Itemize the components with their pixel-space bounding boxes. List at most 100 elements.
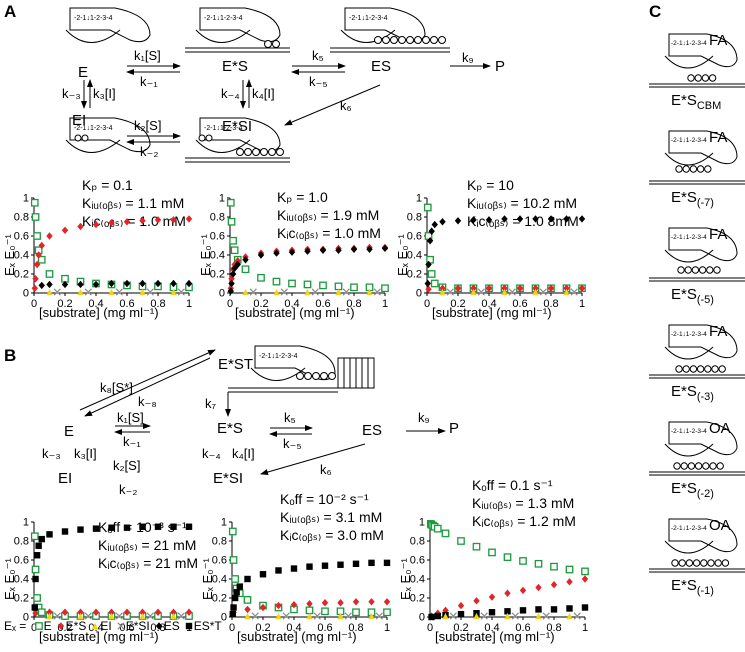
data-point (61, 528, 69, 535)
data-point (275, 612, 282, 620)
series-baseline (244, 612, 383, 620)
data-point (30, 532, 39, 541)
data-point (535, 583, 542, 592)
x-tick-label: 0.6 (512, 298, 527, 310)
data-point (154, 279, 162, 288)
x-tick-label: 0 (31, 622, 37, 634)
data-point (139, 608, 146, 616)
data-point (381, 284, 389, 293)
data-point (230, 604, 237, 611)
data-point (303, 280, 312, 289)
data-point (532, 215, 539, 223)
data-point (46, 531, 53, 538)
scheme-b-diagram: -2-1↓1-2-3-4 (79, 345, 446, 437)
data-point (77, 280, 84, 289)
data-point (154, 608, 162, 616)
data-point (441, 529, 450, 538)
y-tick-label: 1 (416, 193, 422, 205)
data-point (108, 612, 115, 620)
data-point (306, 563, 313, 570)
data-point (77, 526, 84, 533)
y-tick-label: 0.2 (14, 269, 29, 281)
data-point (501, 284, 508, 292)
data-point (519, 586, 527, 595)
data-point (249, 288, 257, 296)
data-point (565, 565, 574, 574)
x-tick-label: 1 (384, 622, 390, 634)
data-point (280, 288, 288, 296)
y-tick-label: 0.6 (14, 555, 29, 567)
panel-c-enzyme-icon: -2-1↓1-2-3-4 (649, 518, 745, 573)
data-point (108, 608, 115, 616)
data-point (46, 608, 53, 616)
data-point (519, 607, 527, 614)
y-axis-label: Eₓ E₀⁻¹ (2, 558, 17, 600)
data-point (228, 275, 235, 283)
data-point (504, 608, 511, 615)
data-point (61, 608, 69, 616)
species-e-b: E (64, 423, 75, 440)
data-point (231, 264, 238, 272)
data-point (84, 612, 92, 620)
rate-k8s: k₈[S*] (100, 380, 133, 395)
species-es-star-b: E*S (217, 420, 243, 437)
svg-text:-2-1↓1-2-3-4: -2-1↓1-2-3-4 (204, 125, 243, 132)
data-point (92, 280, 100, 289)
data-point (423, 203, 432, 212)
y-tick-label: 0.6 (407, 231, 422, 243)
y-tick-label: 0.4 (210, 250, 225, 262)
series-es (38, 279, 193, 290)
data-point (185, 608, 193, 616)
data-point (259, 571, 267, 578)
panel-c-label: E*S(-3) (671, 383, 714, 403)
y-tick-label: 0 (221, 612, 227, 624)
data-point (319, 281, 327, 290)
enzyme-esi-star-icon: -2-1↓1-2-3-4 (185, 117, 290, 163)
x-tick-label: 0 (427, 622, 433, 634)
legend-item: EI (90, 619, 112, 633)
data-point (566, 612, 573, 620)
legend-label: EI (100, 619, 112, 633)
data-point (501, 215, 508, 223)
data-point (368, 559, 375, 567)
data-point (123, 608, 131, 616)
y-tick-label: 0.8 (14, 212, 29, 224)
data-point (319, 246, 327, 254)
species-esi-star-b: E*SI (213, 470, 244, 487)
data-point (290, 565, 298, 572)
data-point (532, 288, 539, 296)
data-point (242, 288, 249, 296)
x-axis-label: [substrate] (mg ml⁻¹) (435, 629, 555, 644)
data-point (244, 575, 251, 583)
enzyme-es-star-icon: -2-1↓1-2-3-4 (185, 7, 290, 53)
data-point (259, 603, 267, 612)
data-point (146, 288, 154, 296)
data-point (454, 284, 462, 292)
params-b3: Kₒff = 0.1 s⁻¹ Kᵢᵤ₍ₒᵦₛ₎ = 1.3 mM Kᵢc₍ₒᵦₛ… (472, 476, 576, 530)
rate-k9: k₉ (462, 50, 474, 65)
data-point (470, 216, 477, 224)
panel-c-tag: OA (709, 420, 731, 437)
data-point (563, 284, 570, 292)
data-point (581, 575, 589, 583)
data-point (229, 236, 237, 245)
data-point (352, 560, 360, 567)
data-point (77, 222, 84, 231)
x-tick-label: 0.2 (450, 298, 465, 310)
data-point (342, 288, 350, 296)
x-tick-label: 0.8 (346, 298, 361, 310)
svg-text:-2-1↓1-2-3-4: -2-1↓1-2-3-4 (74, 125, 113, 132)
params-b2: Kₒff = 10⁻² s⁻¹ Kᵢᵤ₍ₒᵦₛ₎ = 3.1 mM Kᵢc₍ₒᵦ… (280, 490, 384, 544)
data-point (511, 612, 519, 620)
data-point (366, 245, 373, 253)
y-tick-label: 1 (219, 193, 225, 205)
svg-text:-2-1↓1-2-3-4: -2-1↓1-2-3-4 (671, 40, 707, 47)
data-point (30, 198, 39, 207)
data-point (516, 215, 524, 223)
data-point (46, 232, 53, 240)
panel-c-enzyme-icon: -2-1↓1-2-3-4 (649, 130, 745, 185)
scheme-a-diagram: -2-1↓1-2-3-4 -2-1↓1-2-3-4 -2-1↓1-2-3-4 -… (65, 7, 491, 163)
